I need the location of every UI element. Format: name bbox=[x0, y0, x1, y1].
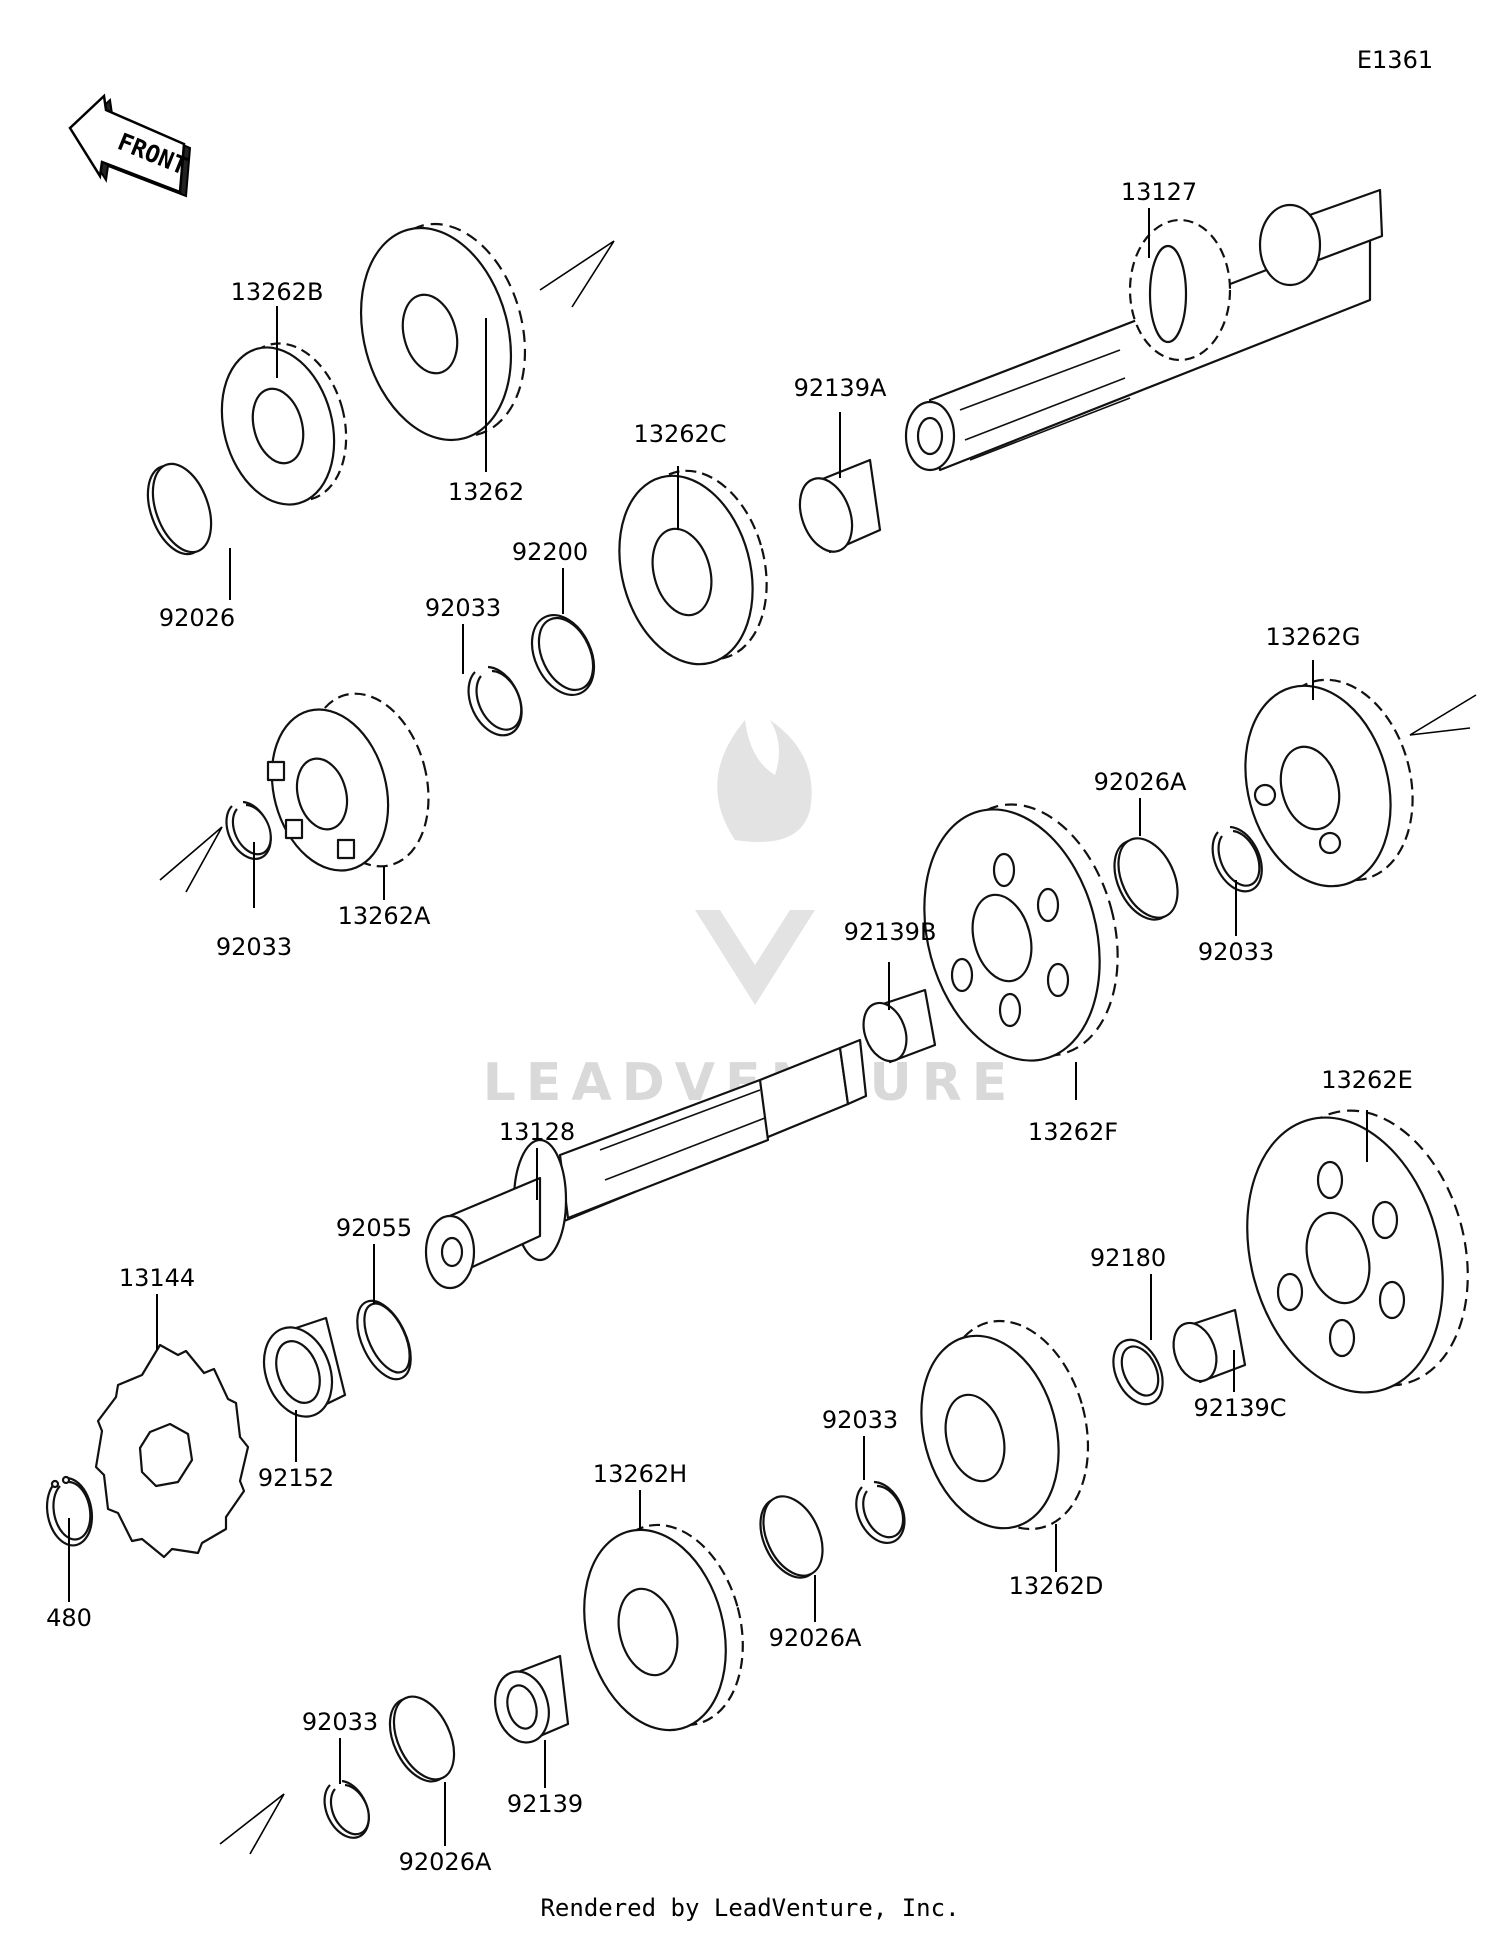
washer-92200 bbox=[530, 614, 596, 696]
label-92152: 92152 bbox=[258, 1464, 334, 1492]
label-92139B: 92139B bbox=[844, 918, 937, 946]
bushing-92139C bbox=[1172, 1308, 1247, 1384]
label-92026A-lower: 92026A bbox=[769, 1624, 862, 1652]
gear-13262H bbox=[583, 1523, 744, 1732]
label-13128: 13128 bbox=[499, 1118, 575, 1146]
shaft-13127 bbox=[904, 188, 1384, 472]
washer-92026A-bottom bbox=[388, 1695, 456, 1783]
diagram-id: E1361 bbox=[1357, 46, 1433, 74]
label-13144: 13144 bbox=[119, 1264, 195, 1292]
label-92026: 92026 bbox=[159, 604, 235, 632]
label-92139A: 92139A bbox=[794, 374, 887, 402]
label-92033-bottom: 92033 bbox=[302, 1708, 378, 1736]
washer-92180 bbox=[1112, 1338, 1164, 1406]
oring-92055 bbox=[356, 1299, 412, 1381]
label-13262H: 13262H bbox=[593, 1460, 687, 1488]
label-92200: 92200 bbox=[512, 538, 588, 566]
label-92139C: 92139C bbox=[1193, 1394, 1286, 1422]
washer-92026A-lower bbox=[759, 1495, 824, 1579]
washer-92026 bbox=[146, 462, 213, 556]
circlip-480 bbox=[45, 1475, 94, 1547]
label-92055: 92055 bbox=[336, 1214, 412, 1242]
label-92033-upper: 92033 bbox=[425, 594, 501, 622]
gear-13262 bbox=[359, 222, 527, 442]
label-92139: 92139 bbox=[507, 1790, 583, 1818]
label-92033-left: 92033 bbox=[216, 933, 292, 961]
label-92033-lower-right: 92033 bbox=[822, 1406, 898, 1434]
gear-13262E bbox=[1246, 1109, 1469, 1394]
circlip-92033-left bbox=[225, 800, 272, 860]
gear-13262F bbox=[923, 803, 1119, 1062]
label-13262A: 13262A bbox=[338, 902, 431, 930]
collar-92152 bbox=[262, 1316, 347, 1418]
label-13262: 13262 bbox=[448, 478, 524, 506]
label-13262C: 13262C bbox=[633, 420, 726, 448]
gear-13262G bbox=[1244, 678, 1414, 888]
label-13262D: 13262D bbox=[1009, 1572, 1104, 1600]
footer-credit: Rendered by LeadVenture, Inc. bbox=[540, 1894, 960, 1922]
label-13262E: 13262E bbox=[1321, 1066, 1413, 1094]
circlip-92033-upper bbox=[467, 665, 523, 737]
sprocket-13144 bbox=[94, 1343, 250, 1559]
label-480: 480 bbox=[46, 1604, 92, 1632]
gear-13262A bbox=[266, 692, 430, 872]
bearing-92139 bbox=[494, 1654, 570, 1744]
label-13127: 13127 bbox=[1121, 178, 1197, 206]
label-13262G: 13262G bbox=[1266, 623, 1361, 651]
label-92026A-mid: 92026A bbox=[1094, 768, 1187, 796]
part-labels: 13262B 13262 92026 13127 92139A 13262C 9… bbox=[46, 178, 1413, 1876]
label-92033-right: 92033 bbox=[1198, 938, 1274, 966]
gear-13262D bbox=[920, 1319, 1090, 1531]
label-92180: 92180 bbox=[1090, 1244, 1166, 1272]
circlip-92033-right bbox=[1211, 825, 1263, 893]
bushing-92139B bbox=[862, 988, 937, 1064]
washer-92026A-mid bbox=[1113, 837, 1179, 921]
shaft-13128 bbox=[424, 1038, 868, 1290]
leader-lines bbox=[68, 208, 1368, 1846]
label-13262B: 13262B bbox=[231, 278, 324, 306]
circlip-92033-bottom bbox=[323, 1779, 370, 1839]
gear-13262B bbox=[220, 342, 348, 506]
bushing-92139A bbox=[798, 458, 882, 554]
front-direction-arrow: FRONT bbox=[68, 93, 191, 198]
label-13262F: 13262F bbox=[1028, 1118, 1118, 1146]
gear-13262C bbox=[618, 469, 768, 666]
label-92026A-bottom: 92026A bbox=[399, 1848, 492, 1876]
circlip-92033-lower-right bbox=[855, 1480, 906, 1544]
